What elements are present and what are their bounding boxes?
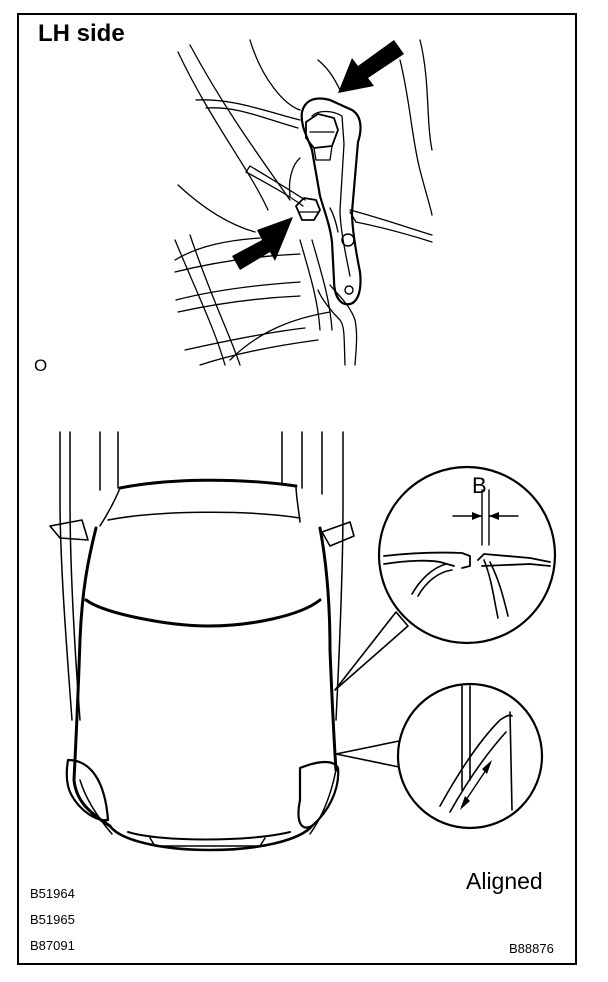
gap-b-label: B [472,473,487,498]
car-topview-illustration [49,431,409,852]
hinge-illustration [174,39,433,366]
diagram-frame [17,13,577,965]
lh-side-label: LH side [38,20,125,47]
detail-gap-circle [377,465,557,645]
part-code: B51965 [30,912,75,927]
part-code: B51964 [30,886,75,901]
detail-aligned-circle [396,682,544,830]
marker-label: O [34,356,48,375]
part-code: B87091 [30,938,75,953]
figure-code: B88876 [509,941,554,956]
aligned-label: Aligned [466,868,543,894]
